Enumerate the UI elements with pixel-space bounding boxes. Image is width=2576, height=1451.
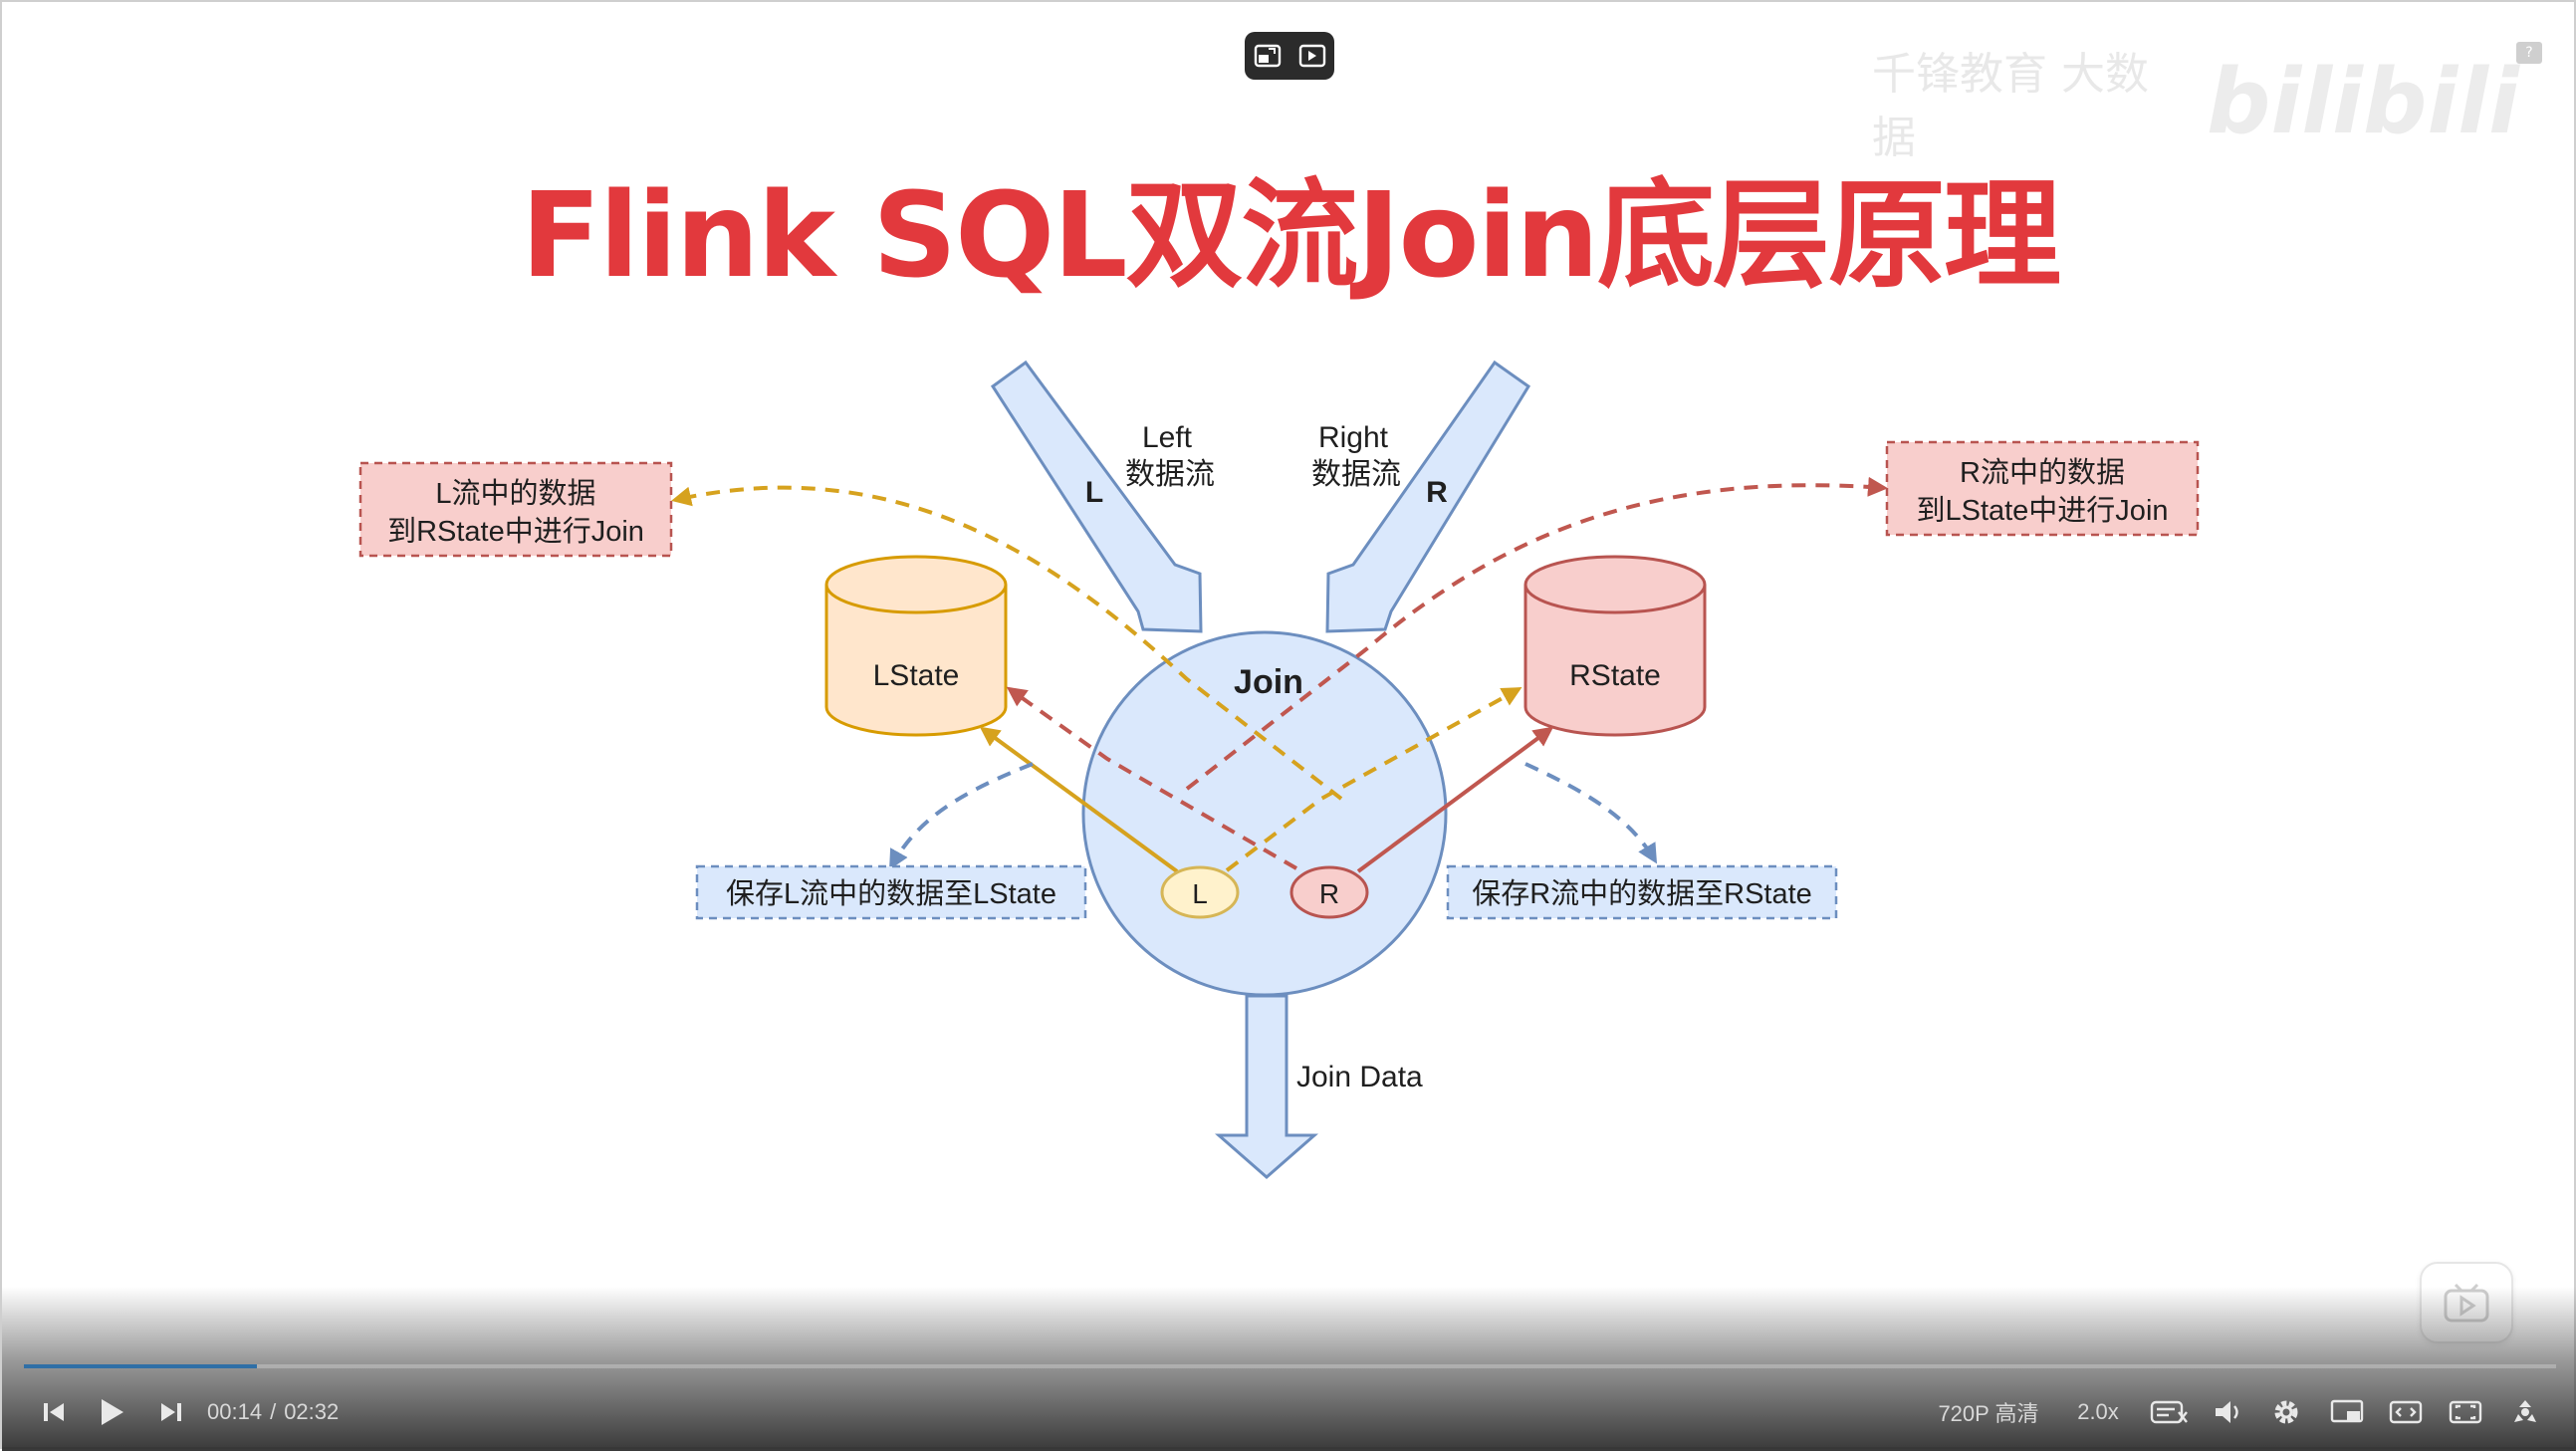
left-stream-arrow	[990, 360, 1203, 633]
rstate-cylinder	[1523, 555, 1707, 737]
r-node	[1289, 865, 1369, 919]
join-data-arrow	[1215, 994, 1318, 1179]
progress-fill	[24, 1364, 257, 1368]
help-icon[interactable]: ?	[2516, 42, 2542, 64]
right-stream-arrow	[1325, 360, 1531, 633]
save-r-dashed	[1524, 762, 1658, 864]
gear-icon[interactable]	[2266, 1390, 2306, 1434]
note-save-l	[695, 864, 1087, 920]
time-display: 00:14 / 02:32	[207, 1390, 339, 1434]
time-separator: /	[270, 1399, 277, 1424]
slide-title: Flink SQL双流Join底层原理	[521, 166, 2061, 304]
skip-next-icon[interactable]	[153, 1390, 189, 1434]
quality-label: 720P 高清	[1938, 1401, 2039, 1426]
duration: 02:32	[284, 1399, 340, 1424]
rstate-label: RState	[1569, 659, 1661, 692]
watermark-caption: 千锋教育 大数据	[1872, 49, 2149, 163]
widescreen-icon[interactable]	[2386, 1390, 2426, 1434]
lstate-cylinder	[824, 555, 1008, 737]
left-stream-label-line2: 数据流	[1125, 458, 1215, 491]
note-save-r-label: 保存R流中的数据至RState	[1472, 877, 1812, 910]
l-to-rstate-dashed	[1225, 687, 1522, 872]
join-data-label: Join Data	[1296, 1061, 1423, 1093]
join-node-label: Join	[1234, 663, 1303, 701]
bilibili-logo: bilibili	[2207, 49, 2519, 154]
save-l-dashed	[889, 762, 1034, 870]
progress-bar[interactable]	[24, 1364, 2556, 1368]
note-l-to-rstate	[358, 461, 673, 558]
fullscreen-icon[interactable]	[2505, 1390, 2545, 1434]
r-to-lstate-dashed	[1006, 686, 1298, 870]
l-node-to-lstate	[979, 726, 1179, 873]
current-time: 00:14	[207, 1399, 263, 1424]
note-save-r	[1446, 864, 1838, 920]
play-icon[interactable]	[92, 1390, 131, 1434]
l-node	[1160, 865, 1240, 919]
autoplay-icon[interactable]	[1295, 41, 1329, 71]
control-bar	[2, 1287, 2576, 1451]
danmaku-off-icon[interactable]	[2147, 1390, 2191, 1434]
r-node-to-rstate	[1356, 726, 1554, 873]
web-fullscreen-icon[interactable]	[2446, 1390, 2485, 1434]
speed-selector[interactable]: 2.0x	[2071, 1390, 2125, 1434]
right-stream-label-line2: 数据流	[1311, 458, 1401, 491]
right-stream-label-line1: Right	[1318, 421, 1389, 454]
quality-selector[interactable]: 720P 高清	[1929, 1390, 2048, 1434]
watermark: 千锋教育 大数据 bilibili	[1872, 49, 2519, 163]
right-stream-letter: R	[1426, 476, 1448, 509]
left-stream-letter: L	[1085, 476, 1103, 509]
note-save-l-label: 保存L流中的数据至LState	[726, 877, 1056, 910]
l-note-dashed-curve	[671, 485, 1343, 801]
note-l-line2: 到RState中进行Join	[387, 515, 644, 548]
speed-label: 2.0x	[2077, 1399, 2119, 1424]
top-mini-controls	[1245, 32, 1334, 80]
volume-icon[interactable]	[2209, 1390, 2248, 1434]
note-r-to-lstate	[1885, 440, 2200, 537]
lstate-label: LState	[873, 659, 960, 692]
picture-in-picture-icon[interactable]	[2327, 1390, 2367, 1434]
exit-mini-player-icon[interactable]	[1251, 41, 1285, 71]
r-node-label: R	[1319, 878, 1339, 909]
left-stream-label-line1: Left	[1142, 421, 1193, 454]
note-r-line1: R流中的数据	[1960, 456, 2125, 489]
note-l-line1: L流中的数据	[435, 477, 595, 510]
note-r-line2: 到LState中进行Join	[1916, 494, 2168, 527]
l-node-label: L	[1192, 878, 1208, 909]
skip-previous-icon[interactable]	[36, 1390, 72, 1434]
